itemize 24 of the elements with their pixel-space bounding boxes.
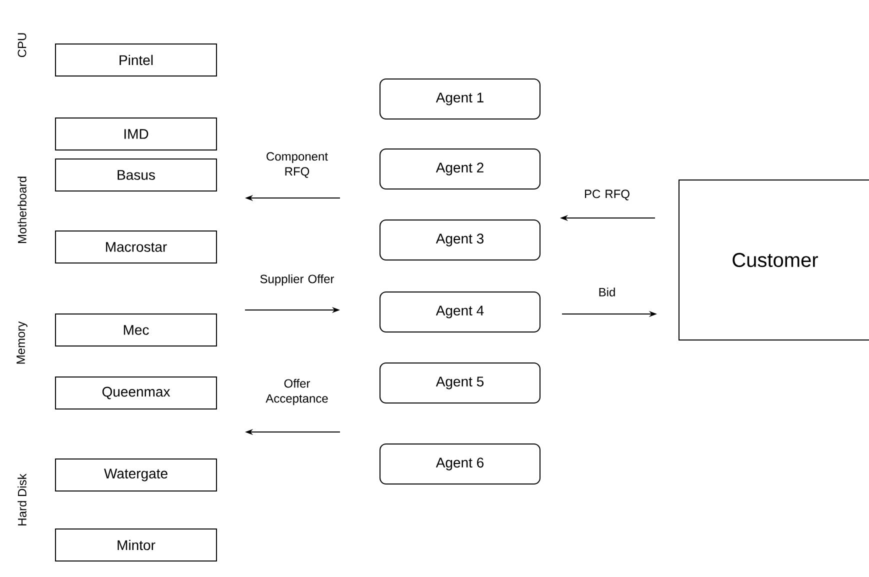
- supplier-box: IMD: [55, 118, 217, 150]
- supplier-box: Pintel: [55, 44, 217, 76]
- message-label: PC RFQ: [585, 190, 630, 200]
- agent-box: Agent 1: [380, 78, 540, 120]
- customer-box: Customer: [678, 180, 869, 340]
- category-label: CPU: [18, 33, 26, 58]
- supplier-box: Watergate: [55, 458, 217, 492]
- message-label: Supplier Offer: [260, 274, 334, 286]
- message-label: Component RFQ: [266, 152, 328, 178]
- category-label: Hard Disk: [18, 474, 26, 526]
- supplier-box: Mec: [55, 314, 217, 346]
- message-label: Bid: [599, 288, 615, 296]
- agent-box: Agent 6: [380, 444, 540, 484]
- supplier-box: Mintor: [55, 528, 217, 562]
- supplier-box: Macrostar: [55, 230, 217, 264]
- supplier-box: Basus: [55, 158, 217, 192]
- category-label: Memory: [16, 321, 28, 364]
- agent-box: Agent 2: [380, 148, 540, 190]
- supplier-box: Queenmax: [55, 376, 217, 410]
- message-label: Offer Acceptance: [266, 378, 328, 406]
- agent-box: Agent 4: [380, 292, 540, 332]
- category-label: Motherboard: [18, 176, 26, 244]
- agent-box: Agent 3: [380, 220, 540, 260]
- agent-box: Agent 5: [380, 362, 540, 404]
